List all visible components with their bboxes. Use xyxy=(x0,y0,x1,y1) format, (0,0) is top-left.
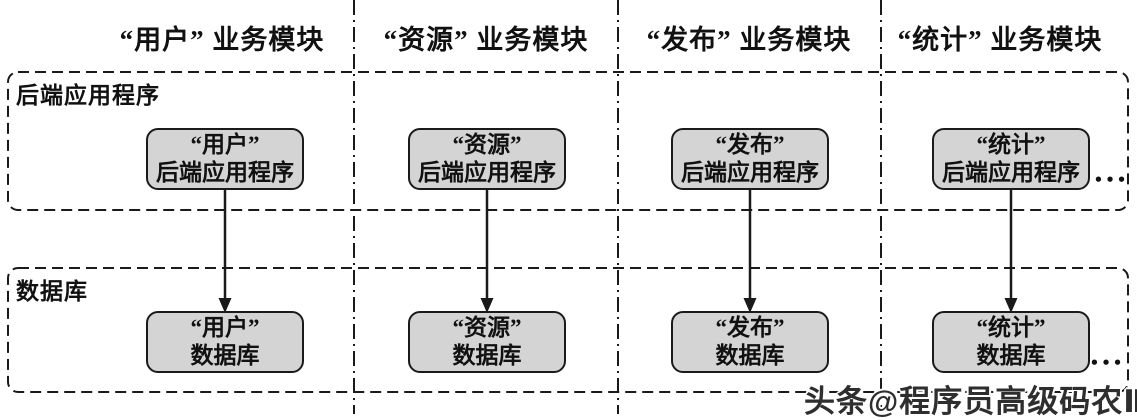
node-stats-backend-app: “统计” 后端应用程序 xyxy=(932,128,1090,190)
node-line2: 后端应用程序 xyxy=(942,160,1080,185)
database-layer-label: 数据库 xyxy=(16,279,88,304)
arrow-stats-backend-to-db xyxy=(1004,190,1018,313)
node-line2: 后端应用程序 xyxy=(681,160,819,185)
arrow-resources-backend-to-db xyxy=(480,190,494,313)
column-header-stats: “统计” 业务模块 xyxy=(897,25,1103,55)
node-resources-database: “资源” 数据库 xyxy=(408,311,566,373)
more-backend-modules-ellipsis: ••• xyxy=(1093,171,1129,189)
node-publish-backend-app: “发布” 后端应用程序 xyxy=(671,128,829,190)
node-line2: 数据库 xyxy=(715,343,785,368)
backend-layer-label: 后端应用程序 xyxy=(16,83,160,108)
node-line2: 后端应用程序 xyxy=(156,160,294,185)
backend-layer-outline xyxy=(7,71,1129,211)
arrow-publish-backend-to-db xyxy=(743,190,757,313)
node-users-database: “用户” 数据库 xyxy=(146,311,304,373)
node-line1: “统计” xyxy=(976,315,1046,340)
column-header-resources: “资源” 业务模块 xyxy=(383,25,589,55)
node-users-backend-app: “用户” 后端应用程序 xyxy=(146,128,304,190)
node-line1: “发布” xyxy=(715,315,785,340)
column-header-publish: “发布” 业务模块 xyxy=(646,25,852,55)
column-header-users: “用户” 业务模块 xyxy=(119,25,325,55)
node-line1: “发布” xyxy=(715,132,785,157)
node-line1: “用户” xyxy=(190,315,260,340)
node-line1: “资源” xyxy=(452,315,522,340)
node-line1: “统计” xyxy=(976,132,1046,157)
node-line2: 数据库 xyxy=(190,343,260,368)
node-line2: 数据库 xyxy=(452,343,522,368)
node-resources-backend-app: “资源” 后端应用程序 xyxy=(408,128,566,190)
watermark-text: 头条@程序员高级码农Ⅱ xyxy=(804,384,1137,419)
node-line2: 数据库 xyxy=(976,343,1046,368)
node-line1: “资源” xyxy=(452,132,522,157)
database-layer-outline xyxy=(7,267,1129,393)
more-database-modules-ellipsis: ••• xyxy=(1089,354,1125,372)
node-line1: “用户” xyxy=(190,132,260,157)
node-stats-database: “统计” 数据库 xyxy=(932,311,1090,373)
arrow-users-backend-to-db xyxy=(218,190,232,313)
node-publish-database: “发布” 数据库 xyxy=(671,311,829,373)
node-line2: 后端应用程序 xyxy=(418,160,556,185)
